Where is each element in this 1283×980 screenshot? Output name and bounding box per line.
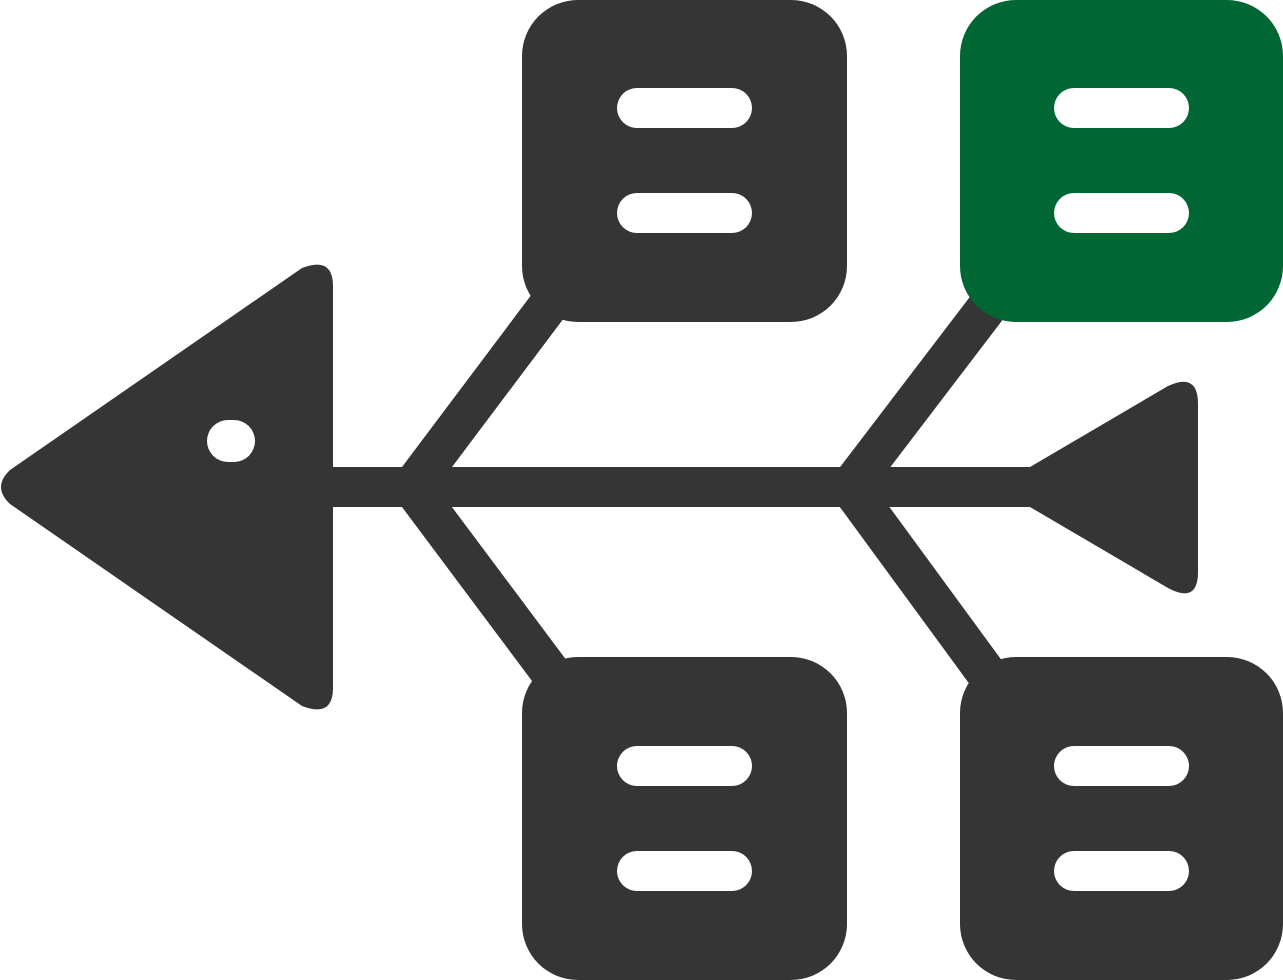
text-line bbox=[1054, 88, 1189, 128]
category-box-bottom-left bbox=[522, 657, 847, 980]
text-line bbox=[617, 88, 752, 128]
category-box-top-left bbox=[522, 0, 847, 322]
text-line bbox=[617, 193, 752, 233]
spine bbox=[300, 467, 1045, 507]
text-line bbox=[617, 851, 752, 891]
fish-eye-icon bbox=[207, 420, 255, 462]
fish-tail bbox=[1030, 381, 1198, 594]
bones bbox=[392, 270, 1015, 705]
category-box-bottom-right bbox=[960, 657, 1283, 980]
bone-top-right bbox=[830, 290, 1005, 507]
bone-top-left bbox=[392, 270, 580, 507]
text-line bbox=[617, 746, 752, 786]
category-box-top-right bbox=[960, 0, 1283, 322]
text-line bbox=[1054, 193, 1189, 233]
fish-head bbox=[1, 264, 333, 710]
bone-bottom-left bbox=[392, 467, 580, 705]
text-line bbox=[1054, 746, 1189, 786]
text-line bbox=[1054, 851, 1189, 891]
bone-bottom-right bbox=[830, 467, 1015, 705]
